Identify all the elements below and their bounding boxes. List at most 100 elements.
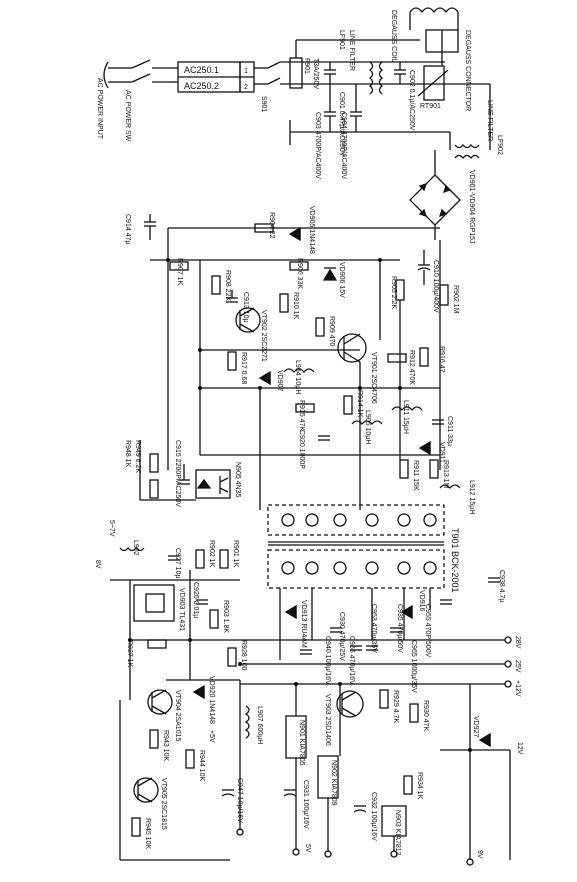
r905-label: R905 2.2K bbox=[390, 276, 397, 309]
resistor-r913 bbox=[429, 459, 439, 479]
fuse-f901 bbox=[289, 40, 303, 89]
c913-label: C913 10µ bbox=[242, 292, 249, 323]
resistor-r915 bbox=[295, 403, 315, 413]
inductor-l902 bbox=[119, 546, 145, 552]
vd906-label: VD906 15V bbox=[338, 262, 345, 298]
bridge-label: VD901-VD904 RGP15J bbox=[468, 170, 475, 244]
resistor-r943 bbox=[149, 729, 159, 749]
ac250-pin1-label: 1 bbox=[244, 68, 248, 75]
capacitor-c935 bbox=[390, 627, 402, 633]
c904-label: C904 4700P/AC400V bbox=[340, 112, 347, 179]
resistor-r949 bbox=[149, 453, 159, 473]
capacitor-c927 bbox=[168, 555, 180, 561]
n905-label: N905 4N35 bbox=[234, 462, 241, 498]
c940-label: C940 100µ/16V bbox=[324, 636, 331, 685]
resistor-r903 bbox=[209, 609, 219, 629]
l907-label: L907 600µH bbox=[256, 706, 263, 744]
c935-label: C935 470µ/50V bbox=[396, 604, 403, 653]
vd916-label: VD916 bbox=[418, 590, 425, 612]
out-25v-label: 25V bbox=[514, 660, 521, 673]
c953-label: C953 470µ/35V bbox=[370, 604, 377, 653]
resistor-r930 bbox=[409, 703, 419, 723]
vd911-label: VD911 bbox=[438, 442, 445, 463]
n903-label: N903 KIA7812 bbox=[394, 810, 401, 856]
c902-label: C902 0.1µ/AC250V bbox=[408, 70, 415, 131]
resistor-r916 bbox=[419, 347, 429, 367]
ac-input-label: AC POWER INPUT bbox=[96, 78, 103, 140]
r945-label: R945 10K bbox=[144, 818, 151, 849]
resistor-r902b bbox=[195, 549, 205, 569]
c911-label: C911 33µ bbox=[446, 416, 453, 446]
out-9v-label: 9V bbox=[476, 850, 483, 859]
inductor-l904 bbox=[283, 368, 315, 374]
transistor-vt905 bbox=[133, 777, 159, 803]
vd905-label: VD905 1N4148 bbox=[308, 206, 315, 254]
transistor-vt903 bbox=[336, 690, 364, 718]
vt904-label: VT904 2SA1015 bbox=[174, 690, 181, 741]
inductor-l912 bbox=[439, 484, 461, 490]
vt905-label: VT905 2SC1815 bbox=[160, 778, 167, 830]
transformer-t901 bbox=[267, 504, 445, 589]
transistor-vt901 bbox=[337, 333, 367, 363]
out-5-7v-label: 5~7V bbox=[108, 520, 115, 537]
ac-plug-symbol bbox=[103, 61, 132, 89]
r928-label: R928 100 bbox=[240, 640, 247, 670]
r949-label: R949 6.2K bbox=[134, 440, 141, 473]
l904-label: L904 10µH bbox=[294, 360, 301, 394]
vt901-label: VT901 2SC4706 bbox=[370, 352, 377, 404]
zener-vd906 bbox=[322, 267, 338, 281]
diode-vd916 bbox=[400, 604, 413, 620]
c931-label: C931 100µ/16V bbox=[302, 780, 309, 829]
c926-label: C926 0.01µ bbox=[192, 582, 199, 618]
diode-vd911 bbox=[418, 440, 431, 456]
ac-power-switch bbox=[131, 59, 170, 83]
capacitor-c914 bbox=[144, 214, 156, 240]
resistor-r906 bbox=[289, 261, 309, 271]
c965-label: C965 1000µ/35V bbox=[410, 640, 417, 693]
transistor-vt904 bbox=[147, 689, 173, 715]
r948-label: R948 1K bbox=[124, 440, 131, 468]
resistor-r945 bbox=[131, 817, 141, 837]
inductor-l911 bbox=[391, 406, 423, 412]
capacitor-c953 bbox=[366, 645, 378, 651]
vd927-label: VD927 bbox=[472, 716, 479, 738]
r916-label: R916 47 bbox=[438, 346, 445, 373]
resistor-r934 bbox=[403, 775, 413, 795]
r911-label: R911 15K bbox=[412, 460, 419, 491]
ic-vd903-tl431 bbox=[133, 584, 175, 622]
r908-label: R908 22K bbox=[224, 270, 231, 301]
out-8v-label: 8V bbox=[94, 560, 101, 569]
n902-label: N902 KIA7809 bbox=[330, 760, 337, 806]
r901-label: R901 1K bbox=[232, 540, 239, 568]
r917-label: R917 0.68 bbox=[240, 352, 247, 384]
resistor-r912 bbox=[387, 353, 407, 363]
out-5v-label: 5V bbox=[304, 844, 311, 853]
transistor-vt902 bbox=[235, 307, 261, 333]
capacitor-c902 bbox=[394, 62, 406, 84]
r903-label: R903 1.8K bbox=[222, 600, 229, 633]
c910-label: C910 100µ/400V bbox=[432, 260, 439, 313]
out-12v-label: +12V bbox=[514, 680, 521, 697]
c901-label: C901 0.47µ/AC250V bbox=[338, 92, 345, 157]
resistor-r914 bbox=[343, 395, 353, 415]
r909-label: R909 470 bbox=[328, 316, 335, 346]
ac250-2-label: AC250.2 bbox=[184, 81, 219, 91]
optocoupler-n905 bbox=[195, 469, 231, 499]
r934-label: R934 1K bbox=[416, 772, 423, 800]
resistor-r929 bbox=[379, 689, 389, 709]
c927-label: C927 10µ bbox=[174, 548, 181, 579]
line-filter-lf901 bbox=[368, 61, 384, 95]
capacitor-c903 bbox=[324, 84, 336, 132]
resistor-r908 bbox=[211, 275, 221, 295]
capacitor-c904 bbox=[350, 84, 362, 132]
degauss-coil bbox=[409, 7, 459, 30]
capacitor-c947 bbox=[221, 789, 235, 797]
r910-label: R910 1K bbox=[292, 292, 299, 320]
diode-vd907 bbox=[258, 370, 271, 386]
r913-label: R913 1M bbox=[442, 460, 449, 489]
capacitor-c956 bbox=[350, 645, 362, 651]
resistor-r909 bbox=[315, 317, 325, 337]
resistor-r907 bbox=[169, 261, 189, 271]
resistor-r928 bbox=[227, 647, 237, 667]
